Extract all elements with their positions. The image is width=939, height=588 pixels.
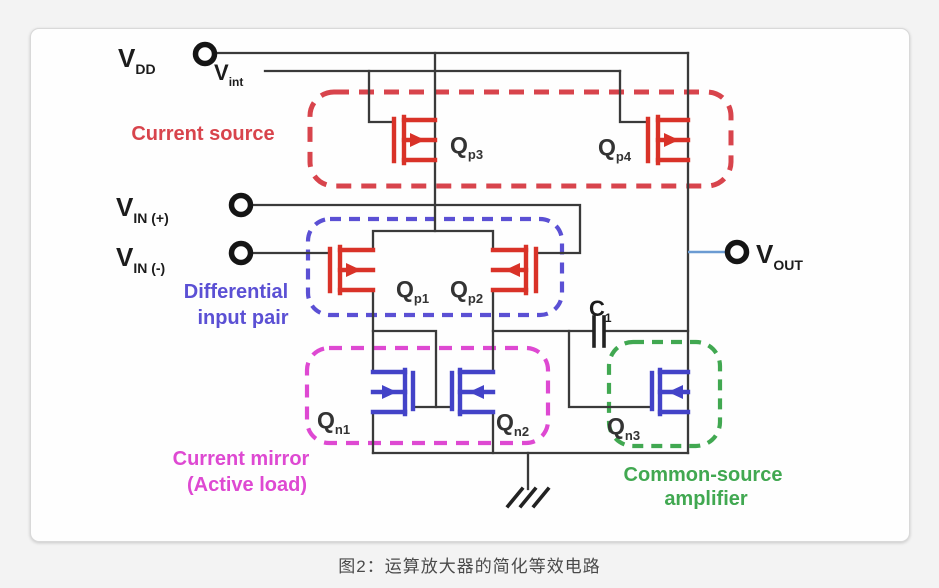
vout-terminal xyxy=(724,239,750,265)
vin-minus-terminal xyxy=(228,240,254,266)
vdd-label: VDD xyxy=(118,43,156,77)
current-mirror-label-line1: Current mirror xyxy=(173,448,310,470)
qp3-gate-wire xyxy=(367,69,396,124)
ground-icon xyxy=(505,486,551,509)
transistor-qn1 xyxy=(370,367,416,417)
transistor-qp3 xyxy=(391,114,438,166)
transistor-qp1 xyxy=(327,244,376,296)
common-source-label-line1: Common-source xyxy=(624,464,783,486)
vin-plus-label: VIN (+) xyxy=(116,192,169,226)
transistor-qn3 xyxy=(649,367,691,417)
c1-label: C1 xyxy=(589,296,612,325)
qp2-label: Qp2 xyxy=(450,276,483,306)
mirror-diode-wire xyxy=(371,329,438,409)
qn2-label: Qn2 xyxy=(496,409,529,439)
capacitor-c1 xyxy=(592,315,606,348)
qn1-label: Qn1 xyxy=(317,407,350,437)
current-source-label: Current source xyxy=(131,123,274,145)
common-source-label-line2: amplifier xyxy=(664,488,748,510)
vin-plus-terminal xyxy=(228,192,254,218)
qp4-gate-wire xyxy=(618,69,650,124)
transistor-qn2 xyxy=(449,367,496,417)
tail-bar-wire xyxy=(371,229,495,252)
current-source-box xyxy=(307,89,734,189)
qn3-gate-wire xyxy=(567,329,654,409)
qp3-label: Qp3 xyxy=(450,132,483,162)
vint-label: Vint xyxy=(214,60,243,89)
qp1-label: Qp1 xyxy=(396,276,429,306)
vout-label: VOUT xyxy=(756,239,803,273)
transistor-qp4 xyxy=(645,114,691,166)
current-mirror-box xyxy=(304,345,551,446)
differential-pair-label-line1: Differential xyxy=(184,281,288,303)
figure-caption: 图2：运算放大器的简化等效电路 xyxy=(338,557,601,576)
source-down-wires xyxy=(371,410,495,455)
transistor-qp2 xyxy=(490,244,539,296)
qp4-label: Qp4 xyxy=(598,134,632,164)
differential-pair-label-line2: input pair xyxy=(197,307,288,329)
vdd-terminal xyxy=(192,41,218,67)
vin-minus-label: VIN (-) xyxy=(116,242,165,276)
vin-plus-wire xyxy=(250,203,582,255)
figure-card xyxy=(30,28,910,542)
qn3-label: Qn3 xyxy=(607,413,640,443)
current-mirror-label-line2: (Active load) xyxy=(187,474,307,496)
